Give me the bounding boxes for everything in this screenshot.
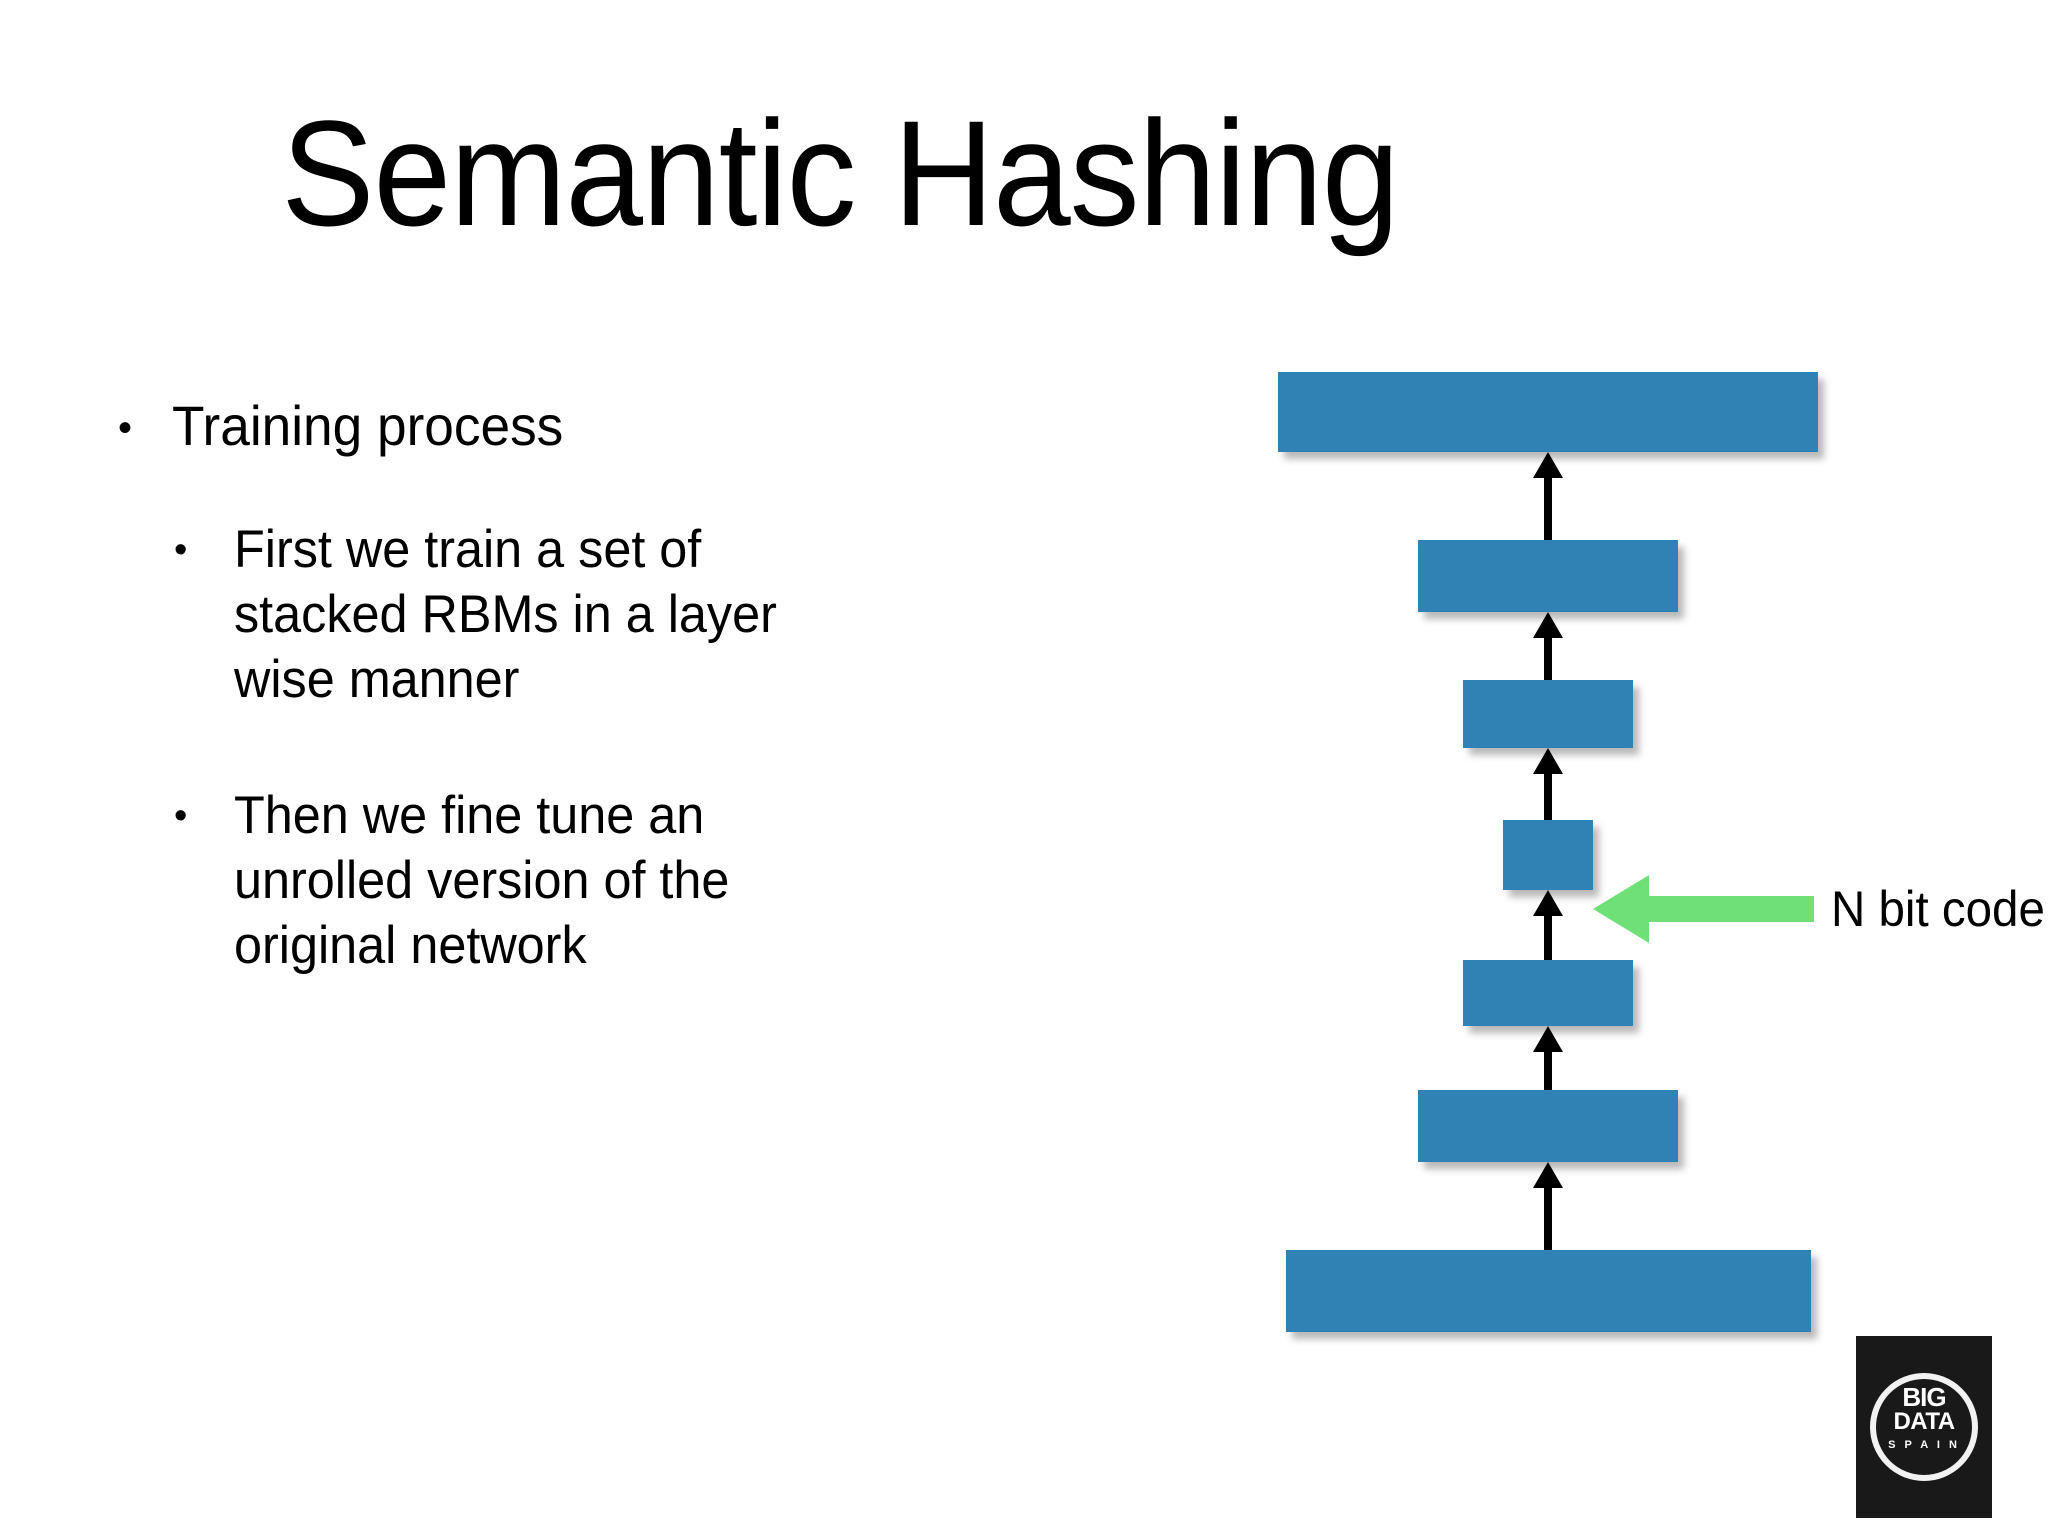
logo-ring-icon [1870, 1373, 1978, 1481]
list-item: • Training process [118, 394, 918, 459]
logo-line-big: BIG [1902, 1382, 1946, 1412]
arrow-shaft [1544, 472, 1552, 540]
brand-logo: BIG DATA S P A I N [1856, 1336, 1992, 1518]
layer-6 [1418, 540, 1678, 612]
up-arrow-icon [1528, 452, 1568, 540]
up-arrow-icon [1528, 1162, 1568, 1250]
arrow-head [1533, 612, 1563, 638]
bullet-text: Then we fine tune an unrolled version of… [234, 785, 730, 975]
arrow-shaft [1544, 1182, 1552, 1250]
left-arrow-icon [1593, 875, 1649, 943]
network-diagram [1180, 360, 1880, 1460]
arrow-shaft [1544, 910, 1552, 960]
sub-bullet-group: • First we train a set of stacked RBMs i… [174, 517, 918, 978]
bullet-text: First we train a set of stacked RBMs in … [234, 519, 777, 710]
up-arrow-icon [1528, 748, 1568, 820]
logo-text: BIG DATA S P A I N [1856, 1382, 1992, 1457]
arrow-shaft [1544, 1046, 1552, 1090]
page-title: Semantic Hashing [281, 89, 1399, 257]
logo-line-data: DATA [1893, 1407, 1955, 1435]
arrow-shaft [1648, 896, 1814, 922]
n-bit-code-callout: N bit code [1593, 875, 2048, 943]
arrow-head [1533, 890, 1563, 916]
n-bit-code-label: N bit code [1831, 881, 2045, 937]
arrow-head [1533, 1026, 1563, 1052]
layer-bottom-input [1285, 1250, 1811, 1332]
list-item: • Then we fine tune an unrolled version … [174, 783, 918, 979]
arrow-shaft [1544, 768, 1552, 820]
bullet-marker-icon: • [174, 794, 188, 837]
up-arrow-icon [1528, 890, 1568, 960]
up-arrow-icon [1528, 612, 1568, 680]
up-arrow-icon [1528, 1026, 1568, 1090]
layer-2 [1418, 1090, 1678, 1162]
layer-code [1503, 820, 1593, 890]
list-item: • First we train a set of stacked RBMs i… [174, 517, 918, 713]
layer-5 [1463, 680, 1633, 748]
layer-top-output [1278, 372, 1818, 452]
arrow-head [1533, 1162, 1563, 1188]
layer-3 [1463, 960, 1633, 1026]
arrow-head [1533, 748, 1563, 774]
bullet-marker-icon: • [174, 528, 188, 571]
arrow-head [1533, 452, 1563, 478]
bullet-marker-icon: • [118, 406, 133, 450]
logo-line-spain: S P A I N [1888, 1438, 1960, 1451]
bullet-column: • Training process • First we train a se… [118, 394, 918, 1048]
arrow-shaft [1544, 632, 1552, 680]
bullet-text: Training process [172, 394, 564, 457]
